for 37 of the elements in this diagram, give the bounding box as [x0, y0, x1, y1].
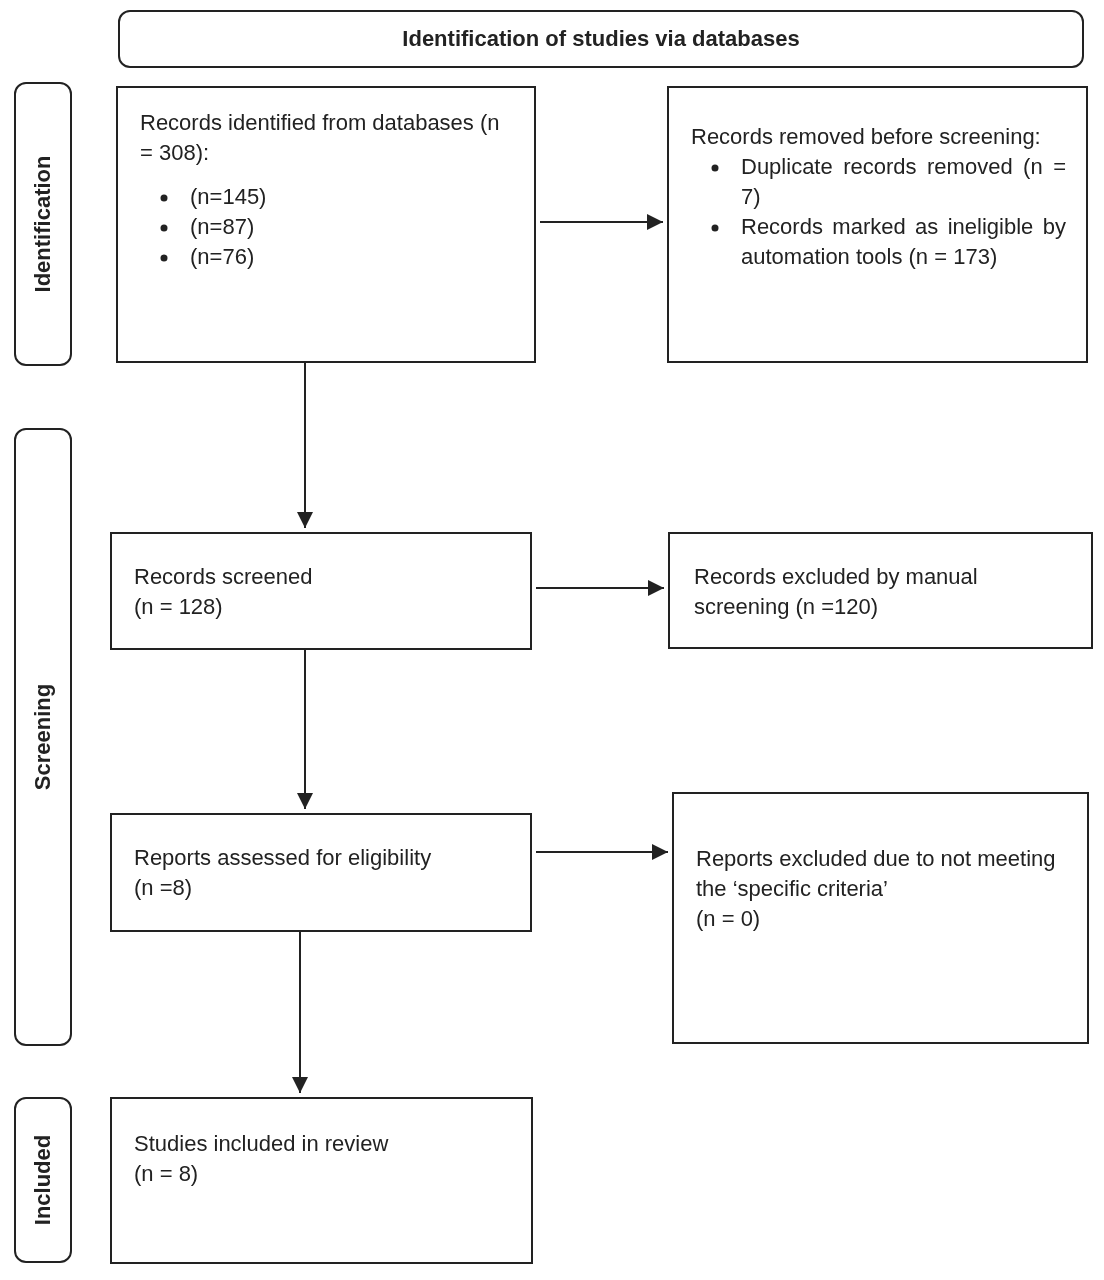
count-text: (n = 8) — [134, 1160, 200, 1188]
phase-label: Identification — [30, 155, 56, 293]
count-text: (n =8) — [134, 874, 194, 902]
count-text: (n = 0) — [696, 905, 762, 933]
process-box — [116, 86, 536, 363]
count-text: (n = 128) — [134, 593, 224, 621]
process-box — [110, 532, 532, 650]
phase-label-box — [14, 1097, 72, 1263]
process-box — [667, 86, 1088, 363]
box-text: Studies included in review — [134, 1130, 390, 1158]
list-item: (n=87) — [190, 213, 255, 241]
arrow — [292, 931, 308, 1094]
phase-label-box — [14, 82, 72, 366]
box-text: Reports assessed for eligibility — [134, 844, 433, 872]
process-box — [110, 813, 532, 932]
list-item: (n=145) — [190, 183, 267, 211]
box-text: Records removed before screening: — [691, 123, 1042, 151]
arrow — [535, 844, 669, 860]
arrow — [297, 362, 313, 529]
arrow — [535, 580, 665, 596]
list-item: Duplicate records removed (n = 7) — [741, 153, 1066, 211]
box-text: Records excluded by manual screening (n =120) — [694, 563, 979, 621]
process-box — [110, 1097, 533, 1264]
phase-label: Included — [30, 1134, 56, 1226]
arrow — [297, 649, 313, 810]
box-text: Reports excluded due to not meeting the ‘specific criteria’ — [696, 845, 1057, 903]
phase-label: Screening — [30, 683, 56, 791]
process-box — [668, 532, 1093, 649]
phase-label-box — [14, 428, 72, 1046]
process-box — [672, 792, 1089, 1044]
arrow — [539, 214, 664, 230]
header-box — [118, 10, 1084, 68]
box-text: Records identified from databases (n = 308): — [140, 109, 501, 167]
box-text: Records screened — [134, 563, 314, 591]
list-item: Records marked as ineligible by automation tools (n = 173) — [741, 213, 1066, 271]
header-text: Identification of studies via databases — [402, 25, 800, 53]
list-item: (n=76) — [190, 243, 255, 271]
